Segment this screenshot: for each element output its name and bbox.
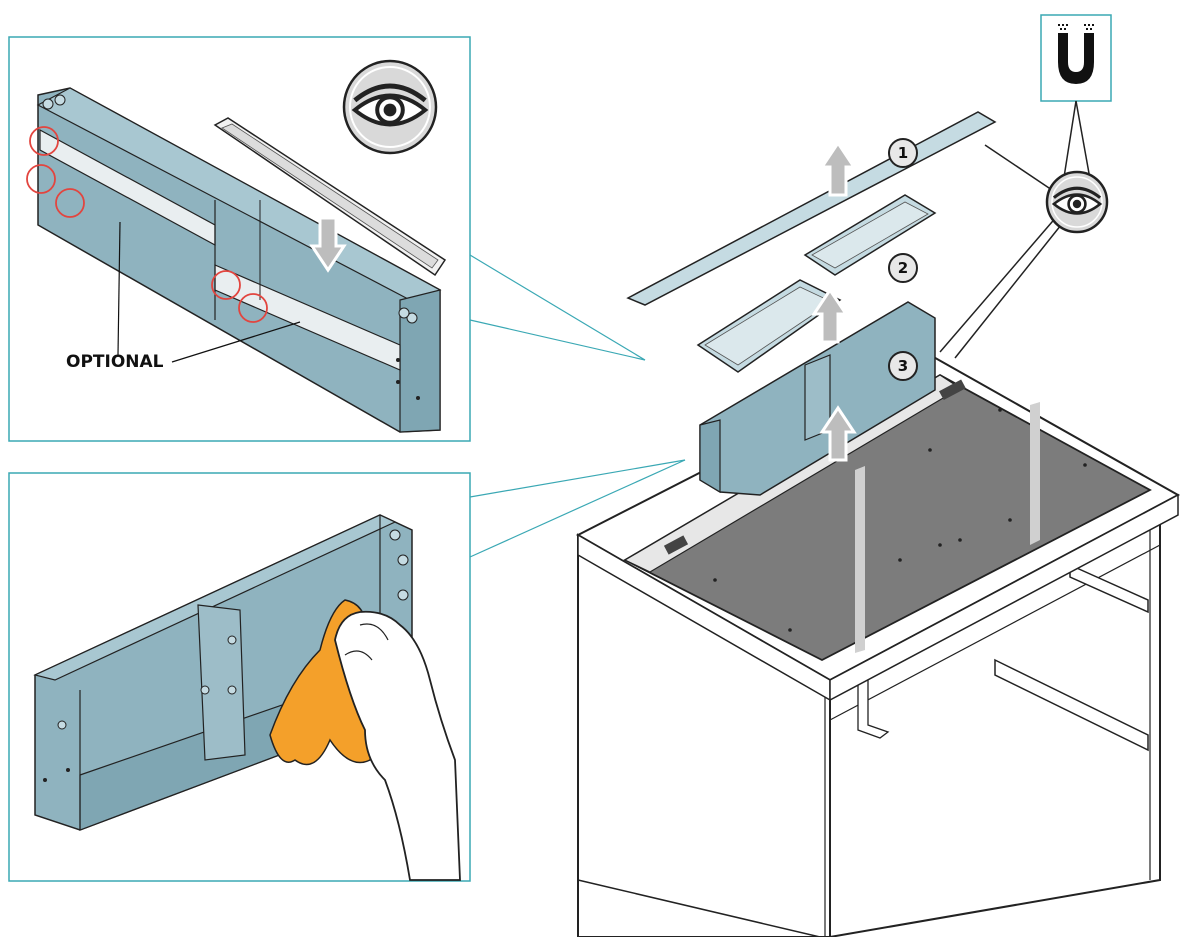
step-number-3: 3 bbox=[898, 357, 908, 375]
callout-leader-bottom-b bbox=[469, 459, 686, 558]
optional-leader-a bbox=[117, 221, 121, 356]
callout-leader-top-b bbox=[469, 319, 646, 361]
optional-leader-b bbox=[171, 321, 301, 363]
optional-label: OPTIONAL bbox=[66, 352, 164, 372]
callout-leader-top-a bbox=[469, 254, 646, 361]
eye-icon bbox=[342, 59, 438, 155]
magnet-icon bbox=[1058, 24, 1094, 84]
step-badge-1: 1 bbox=[888, 138, 918, 168]
magnet-callout bbox=[939, 14, 1112, 359]
step-number-2: 2 bbox=[898, 259, 908, 277]
main-assembly bbox=[575, 353, 1181, 937]
exploded-parts: 1 2 3 bbox=[626, 111, 997, 496]
step-badge-2: 2 bbox=[888, 253, 918, 283]
part-glass-cover bbox=[626, 111, 997, 306]
callout-detail-top: OPTIONAL bbox=[8, 36, 646, 442]
step-badge-3: 3 bbox=[888, 351, 918, 381]
callout-cleaning bbox=[8, 459, 686, 882]
hand bbox=[334, 610, 461, 881]
callout-leader-bottom-a bbox=[469, 459, 686, 498]
fastener-highlights bbox=[26, 126, 268, 323]
eye-icon-small bbox=[1045, 170, 1109, 234]
magnet-frame bbox=[1040, 14, 1112, 102]
trough-assembly-top bbox=[36, 87, 442, 433]
step-number-1: 1 bbox=[898, 144, 908, 162]
